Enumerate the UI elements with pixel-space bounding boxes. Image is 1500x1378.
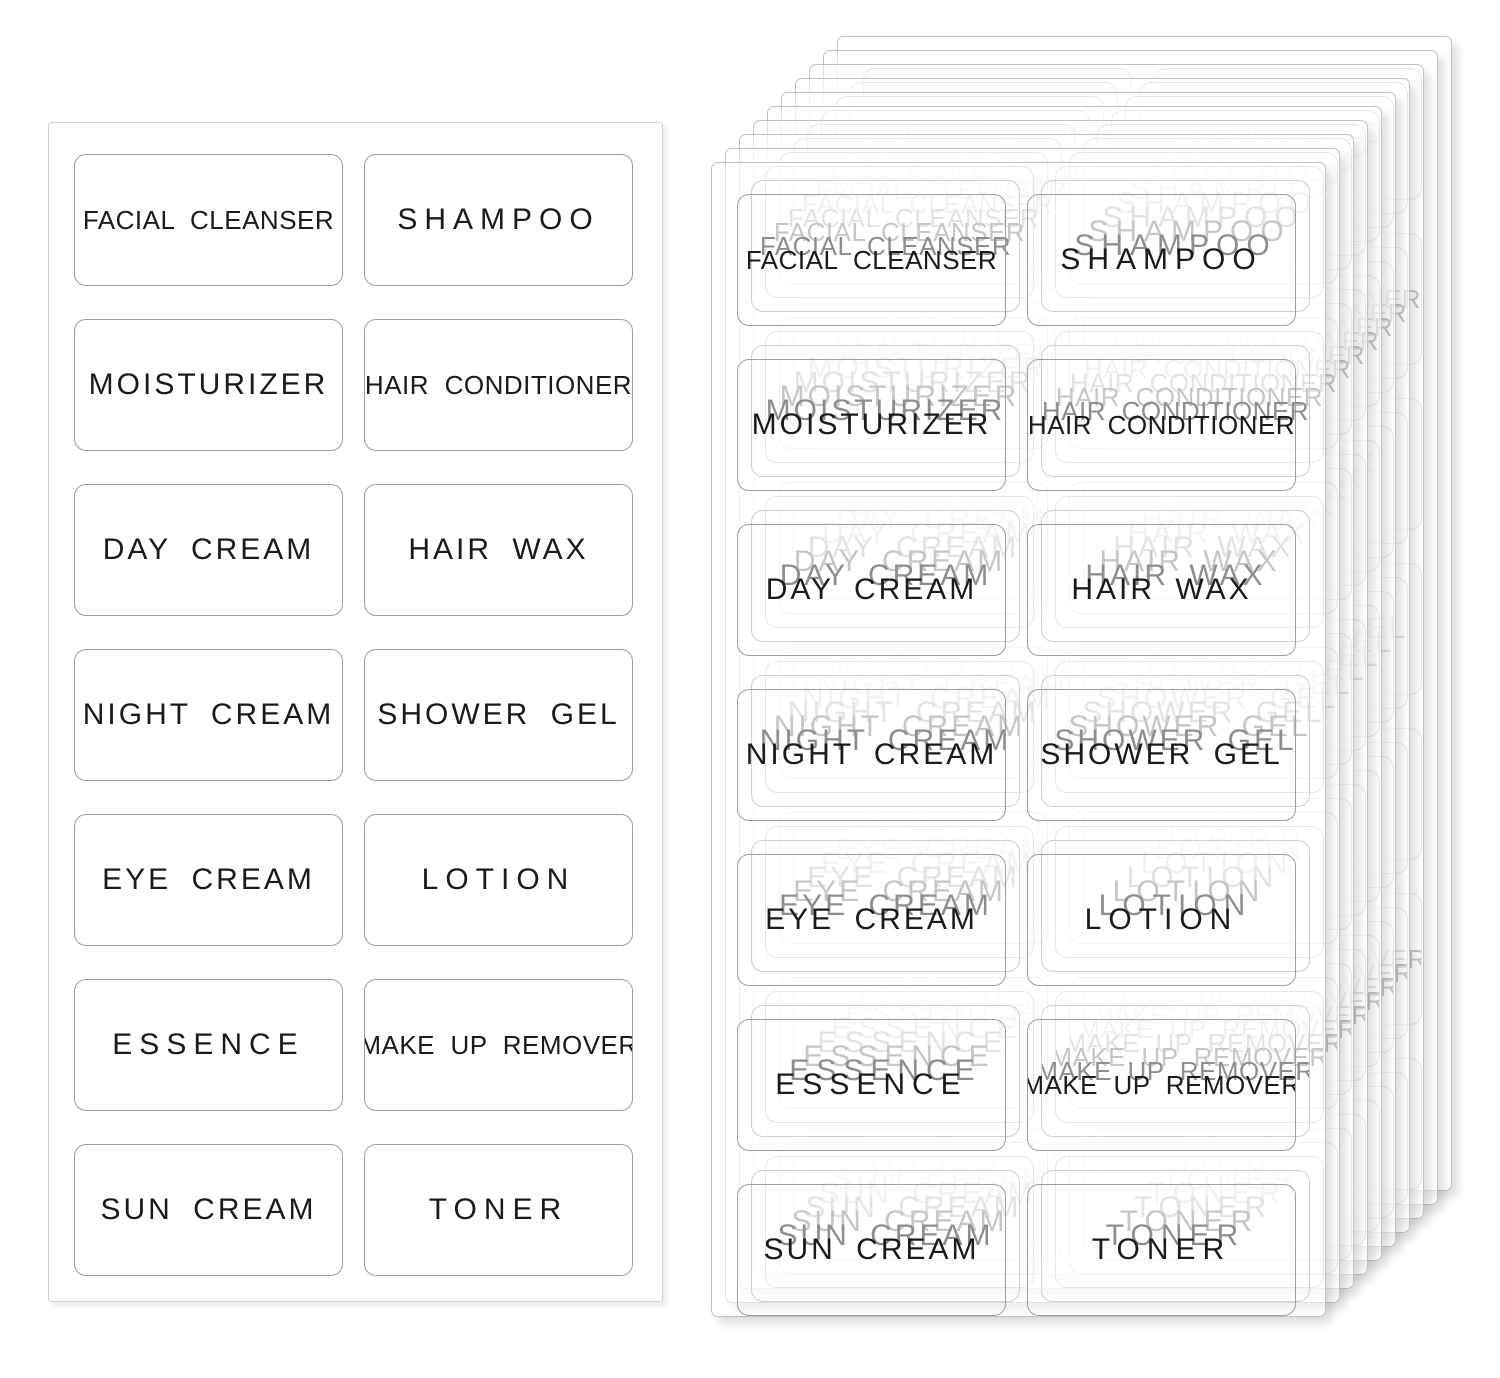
label-sticker: DAY CREAM [74,484,343,616]
label-sticker: MAKE UP REMOVER [1027,1019,1296,1151]
label-sticker: HAIR WAX [1027,524,1296,656]
label-sticker: SUN CREAM [74,1144,343,1276]
label-sticker: LOTION [364,814,633,946]
label-sticker: HAIR CONDITIONER [364,319,633,451]
label-sticker: TONER [1027,1184,1296,1316]
label-sticker: TONER [364,1144,633,1276]
label-sticker: MOISTURIZER [74,319,343,451]
label-sticker: MAKE UP REMOVER [364,979,633,1111]
label-sticker: FACIAL CLEANSER [74,154,343,286]
label-sticker: SHOWER GEL [364,649,633,781]
label-sticker: SHOWER GEL [1027,689,1296,821]
label-sticker: LOTION [1027,854,1296,986]
label-sticker: DAY CREAM [737,524,1006,656]
label-sticker: SHAMPOO [1027,194,1296,326]
label-sticker: ESSENCE [737,1019,1006,1151]
label-sticker: FACIAL CLEANSER [737,194,1006,326]
label-sticker: MOISTURIZER [737,359,1006,491]
label-sticker: ESSENCE [74,979,343,1111]
label-sticker: EYE CREAM [737,854,1006,986]
label-sticker: NIGHT CREAM [74,649,343,781]
label-sticker: SHAMPOO [364,154,633,286]
label-sticker: HAIR WAX [364,484,633,616]
label-sticker: SUN CREAM [737,1184,1006,1316]
label-sticker: EYE CREAM [74,814,343,946]
label-sticker: HAIR CONDITIONER [1027,359,1296,491]
label-sticker: NIGHT CREAM [737,689,1006,821]
